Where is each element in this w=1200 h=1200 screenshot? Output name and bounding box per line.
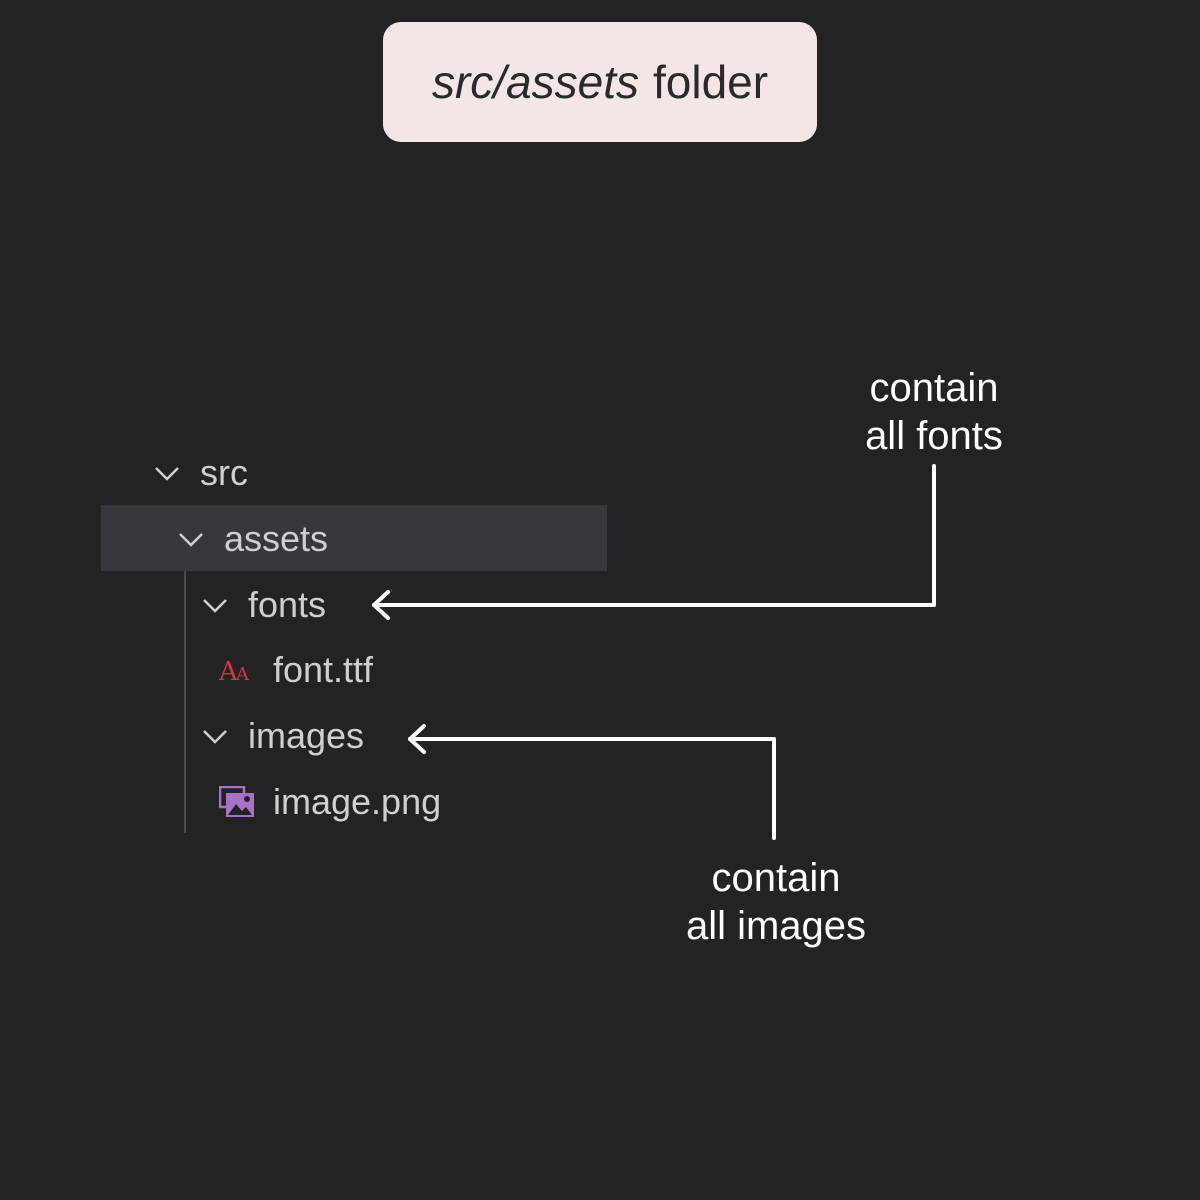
fonts-annotation: contain all fonts	[834, 364, 1034, 460]
tree-item-label: image.png	[273, 781, 442, 822]
tree-item-fonts[interactable]: fonts	[200, 572, 326, 638]
tree-item-src[interactable]: src	[152, 440, 248, 506]
tree-item-image-png[interactable]: image.png	[219, 769, 441, 835]
indent-guide	[184, 571, 186, 833]
svg-text:A: A	[219, 657, 239, 686]
images-annotation: contain all images	[656, 854, 896, 950]
title-path: src/assets	[431, 56, 639, 108]
images-arrow	[408, 724, 776, 840]
tree-item-label: images	[248, 715, 365, 756]
tree-item-font-ttf[interactable]: A A font.ttf	[219, 637, 373, 703]
tree-item-images[interactable]: images	[200, 703, 364, 769]
chevron-down-icon[interactable]	[200, 590, 230, 620]
svg-text:A: A	[235, 664, 250, 685]
title-suffix: folder	[652, 56, 769, 108]
tree-item-assets[interactable]: assets	[176, 506, 328, 572]
font-file-icon: A A	[219, 654, 255, 686]
tree-item-label: fonts	[248, 584, 327, 625]
image-file-icon	[219, 786, 255, 818]
tree-item-label: assets	[224, 518, 329, 559]
images-annotation-line2: all images	[685, 904, 867, 948]
chevron-down-icon[interactable]	[176, 524, 206, 554]
images-annotation-line1: contain	[711, 856, 841, 900]
chevron-down-icon[interactable]	[200, 721, 230, 751]
fonts-annotation-line1: contain	[869, 366, 999, 410]
tree-item-label: src	[200, 452, 248, 493]
fonts-annotation-line2: all fonts	[865, 414, 1003, 458]
fonts-arrow	[372, 464, 936, 620]
chevron-down-icon[interactable]	[152, 458, 182, 488]
tree-item-label: font.ttf	[273, 649, 374, 690]
